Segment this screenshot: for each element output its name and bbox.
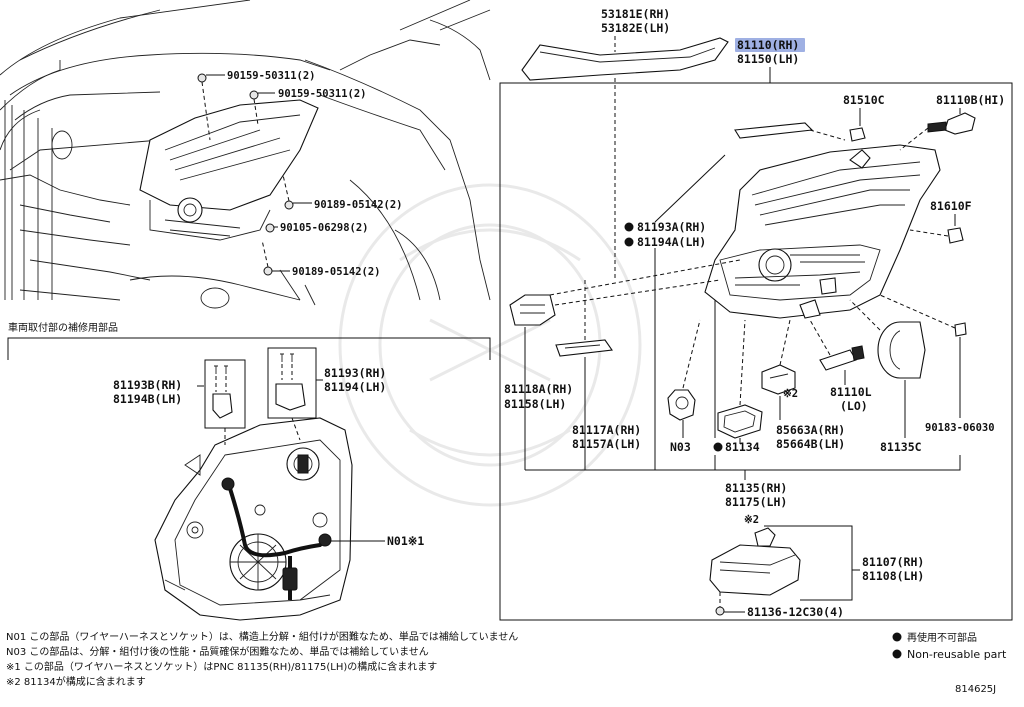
highlight-81110 [735, 38, 805, 52]
bolt-icon [265, 223, 275, 233]
headlamp-assembly-81110[interactable] [704, 144, 941, 319]
mark-2-b: ※2 [744, 514, 759, 526]
mark-2-a: ※2 [783, 388, 798, 400]
bracket-81118a[interactable] [509, 294, 556, 326]
note-n03: N03 この部品は、分解・組付け後の性能・品質確保が困難なため、単品では補給して… [6, 645, 429, 658]
bulb-81610f-icon[interactable] [947, 227, 964, 244]
label-81110l[interactable]: 81110L [830, 385, 872, 399]
diagram-id: 814625J [955, 684, 996, 695]
bulb-81510c-icon[interactable] [849, 127, 866, 142]
label-81134[interactable]: 81134 [725, 440, 760, 454]
label-53182e[interactable]: 53182E(LH) [601, 21, 670, 35]
bolt-icon [284, 200, 294, 210]
label-81510c[interactable]: 81510C [843, 93, 885, 107]
screw-icon [715, 606, 725, 616]
label-81135c[interactable]: 81135C [880, 440, 922, 454]
label-81175[interactable]: 81175(LH) [725, 495, 787, 509]
section-title: 車両取付部の補修用部品 [8, 321, 118, 334]
assembly-frame [499, 82, 1013, 621]
bracket-81193-icon [275, 383, 306, 411]
bracket-81193-group[interactable] [267, 347, 317, 441]
label-81194a[interactable]: 81194A(LH) [637, 235, 706, 249]
label-81193a[interactable]: 81193A(RH) [637, 220, 706, 234]
gasket-81510c[interactable] [734, 122, 814, 139]
bolt-icon [263, 266, 273, 276]
label-90159-50311-b[interactable]: 90159-50311(2) [278, 88, 367, 100]
note-2: ※2 81134が構成に含まれます [6, 675, 146, 688]
label-81135[interactable]: 81135(RH) [725, 481, 787, 495]
label-90183[interactable]: 90183-06030 [925, 422, 995, 434]
label-90105-06298[interactable]: 90105-06298(2) [280, 222, 369, 234]
label-90189-05142-b[interactable]: 90189-05142(2) [292, 266, 381, 278]
label-81157a[interactable]: 81157A(LH) [572, 437, 641, 451]
label-n01[interactable]: N01※1 [387, 534, 424, 548]
actuator-n03[interactable] [667, 389, 696, 421]
non-reusable-dot-icon [892, 632, 902, 642]
non-reusable-dot-icon [624, 237, 634, 247]
note-1: ※1 この部品（ワイヤハーネスとソケット）はPNC 81135(RH)/8117… [6, 660, 437, 673]
label-81107[interactable]: 81107(RH) [862, 555, 924, 569]
bracket-81193b-icon [212, 393, 233, 419]
section-bracket [7, 337, 491, 360]
bolt-icon [249, 90, 259, 100]
car-fasteners [197, 73, 312, 276]
bulb-81110b-hi[interactable] [927, 112, 976, 135]
label-81136[interactable]: 81136-12C30(4) [747, 605, 844, 619]
label-81118a[interactable]: 81118A(RH) [504, 382, 573, 396]
bolt-icon [197, 73, 207, 83]
label-81108[interactable]: 81108(LH) [862, 569, 924, 583]
label-81193b[interactable]: 81193B(RH) [113, 378, 182, 392]
label-81150-lh[interactable]: 81150(LH) [737, 52, 799, 66]
label-90159-50311-a[interactable]: 90159-50311(2) [227, 70, 316, 82]
non-reusable-dot-icon [713, 442, 723, 452]
rear-headlamp-illustration [154, 417, 385, 621]
label-81194b[interactable]: 81194B(LH) [113, 392, 182, 406]
label-90189-05142-a[interactable]: 90189-05142(2) [314, 199, 403, 211]
label-n03[interactable]: N03 [670, 440, 691, 454]
non-reusable-dot-icon [624, 222, 634, 232]
clip-90183-icon[interactable] [954, 322, 967, 337]
label-81117a[interactable]: 81117A(RH) [572, 423, 641, 437]
cap-81135c[interactable] [877, 321, 926, 379]
label-81193[interactable]: 81193(RH) [324, 366, 386, 380]
label-81110l-lo[interactable]: (LO) [840, 399, 868, 413]
bulb-81110l-lo[interactable] [819, 345, 865, 371]
vehicle-front-illustration [0, 0, 491, 309]
ballast-81107[interactable] [709, 527, 801, 596]
non-reusable-dot-icon [892, 649, 902, 659]
label-81110b[interactable]: 81110B(HI) [936, 93, 1005, 107]
label-85664b[interactable]: 85664B(LH) [776, 437, 845, 451]
label-81194[interactable]: 81194(LH) [324, 380, 386, 394]
note-n01: N01 この部品（ワイヤーハーネスとソケット）は、構造上分解・組付けが困難なため… [6, 630, 518, 643]
label-81110-rh[interactable]: 81110(RH) [737, 38, 799, 52]
group-bracket [525, 455, 961, 471]
trim-strip-53181e[interactable] [521, 37, 729, 81]
bracket-81117a[interactable] [555, 339, 613, 357]
legend-en: Non-reusable part [907, 648, 1007, 661]
legend-jp: 再使用不可部品 [907, 631, 977, 644]
label-53181e[interactable]: 53181E(RH) [601, 7, 670, 21]
label-81610f[interactable]: 81610F [930, 199, 972, 213]
label-85663a[interactable]: 85663A(RH) [776, 423, 845, 437]
bracket-81193b-group[interactable] [204, 359, 246, 445]
label-81158[interactable]: 81158(LH) [504, 397, 566, 411]
